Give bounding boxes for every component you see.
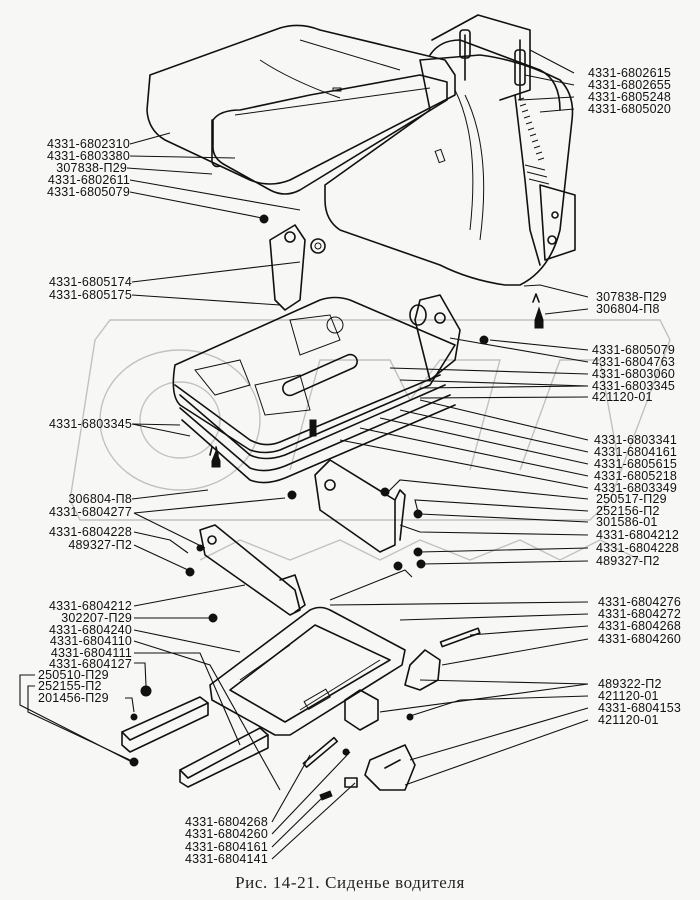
rail-right	[179, 727, 269, 788]
part-label: 4331-6803345	[592, 379, 676, 393]
part-label: 4331-6805174	[48, 275, 132, 289]
part-label: 4331-6804272	[598, 607, 682, 621]
part-label: 4331-6802310	[46, 137, 130, 151]
part-label: 4331-6802655	[588, 78, 672, 92]
part-label: 421120-01	[598, 713, 659, 727]
part-label: 4331-6803380	[46, 149, 130, 163]
linkage-arm-right	[314, 459, 406, 553]
part-label: 421120-01	[598, 689, 659, 703]
part-label: 4331-6805175	[48, 288, 132, 302]
part-label: 4331-6804240	[48, 623, 132, 637]
part-label: 4331-6804260	[598, 632, 682, 646]
part-label: 4331-6804212	[48, 599, 132, 613]
part-label: 4331-6805218	[594, 469, 678, 483]
seat-pan	[172, 296, 456, 484]
part-label: 306804-П8	[596, 302, 660, 316]
part-label: 250510-П29	[38, 668, 109, 682]
release-handle	[364, 744, 416, 791]
part-label: 4331-6802615	[588, 66, 672, 80]
part-label: 201456-П29	[38, 691, 109, 705]
figure-caption: Рис. 14-21. Сиденье водителя	[235, 873, 465, 892]
part-label: 4331-6803341	[594, 433, 678, 447]
slide-frame	[209, 606, 406, 736]
part-label: 4331-6804141	[184, 852, 268, 866]
part-label: 4331-6804228	[48, 525, 132, 539]
part-label: 4331-6804260	[184, 827, 268, 841]
hinge-bracket	[269, 224, 461, 381]
part-label: 307838-П29	[596, 290, 667, 304]
part-label: 252156-П2	[596, 504, 660, 518]
part-label: 4331-6802611	[47, 173, 130, 187]
part-label: 4331-6805079	[592, 343, 676, 357]
part-label: 4331-6803349	[594, 481, 678, 495]
part-label: 4331-6804161	[594, 445, 678, 459]
part-label: 4331-6804268	[598, 619, 682, 633]
part-label: 306804-П8	[68, 492, 132, 506]
part-label: 250517-П29	[596, 492, 667, 506]
latch-parts	[302, 627, 481, 801]
part-label: 4331-6805020	[588, 102, 672, 116]
recliner-mechanism	[514, 94, 576, 266]
part-label: 4331-6804277	[48, 505, 132, 519]
part-label: 4331-6804228	[596, 541, 680, 555]
headrest-frame	[429, 14, 561, 111]
part-label: 4331-6804161	[184, 840, 268, 854]
part-label: 307838-П29	[56, 161, 127, 175]
leader-lines	[19, 49, 589, 860]
part-label: 4331-6804276	[598, 595, 682, 609]
part-label: 4331-6805079	[46, 185, 130, 199]
part-label: 421120-01	[592, 390, 653, 404]
part-label: 4331-6804110	[49, 634, 132, 648]
part-label: 4331-6804153	[598, 701, 682, 715]
part-label: 4331-6803345	[48, 417, 132, 431]
part-label: 4331-6804127	[48, 657, 132, 671]
part-label: 4331-6803060	[592, 367, 676, 381]
part-label: 252155-П2	[38, 679, 102, 693]
rail-left	[121, 696, 209, 753]
part-label: 4331-6804763	[592, 355, 676, 369]
part-label: 489327-П2	[596, 554, 660, 568]
part-label: 4331-6804111	[50, 646, 132, 660]
fasteners	[129, 214, 544, 767]
part-label: 302207-П29	[61, 611, 132, 625]
part-label: 4331-6805615	[594, 457, 678, 471]
part-label: 489322-П2	[598, 677, 662, 691]
seat-cushion	[146, 24, 456, 195]
part-label: 301586-01	[596, 515, 658, 529]
part-label: 489327-П2	[68, 538, 132, 552]
linkage-arm-left	[199, 524, 306, 616]
part-label: 4331-6804212	[596, 528, 680, 542]
part-label: 4331-6805248	[588, 90, 672, 104]
part-label: 4331-6804268	[184, 815, 268, 829]
watermark	[69, 319, 671, 561]
